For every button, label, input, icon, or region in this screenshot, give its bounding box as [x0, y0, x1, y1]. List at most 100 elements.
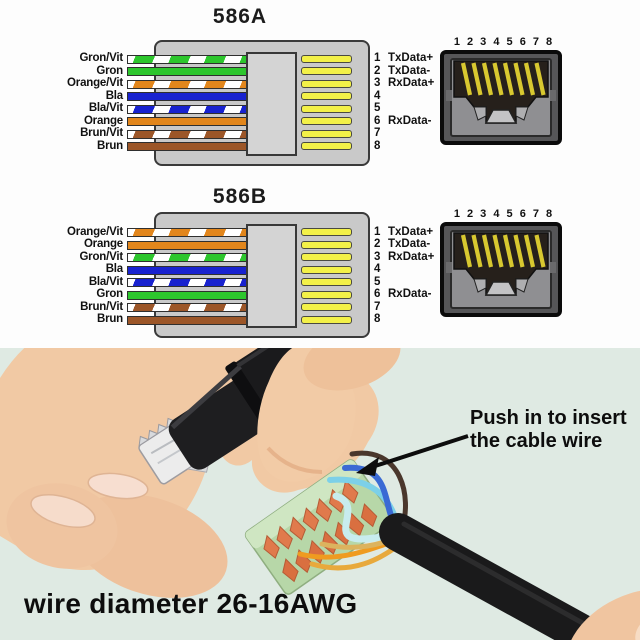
wire-bar-blue-white: [127, 278, 247, 287]
pin-contact: [301, 79, 352, 88]
wire-row: Brun 8: [0, 313, 640, 325]
wire-diameter-caption: wire diameter 26-16AWG: [24, 588, 358, 619]
wire-label: Brun: [96, 139, 123, 152]
wire-bar-brown: [127, 315, 247, 325]
wire-bar-brown-white: [127, 129, 247, 139]
wire-bar-green-white: [127, 253, 247, 262]
wire-label: Bla/Vit: [88, 102, 123, 114]
pin-number: 7: [374, 127, 381, 139]
wire-row: Orange 6 RxData-: [0, 114, 640, 127]
photo-illustration: [0, 348, 640, 640]
wire-label: Bla: [105, 263, 123, 275]
pin-signal: RxData-: [388, 114, 432, 127]
wire-row: Bla 4: [0, 89, 640, 102]
wire-label: Orange: [83, 114, 123, 127]
push-in-annotation: Push in to insert the cable wire: [470, 407, 627, 453]
wire-label: Orange/Vit: [67, 77, 123, 89]
pin-signal: TxData+: [388, 52, 434, 64]
wire-bar-green: [127, 290, 247, 300]
wire-label: Bla: [105, 89, 123, 102]
pin-contact: [301, 315, 352, 324]
pin-number: 6: [374, 114, 381, 127]
wire-label: Brun/Vit: [80, 300, 123, 313]
wire-bar-orange-white: [127, 79, 247, 89]
wire-row: Orange/Vit 3 RxData+: [0, 77, 640, 89]
wire-bar-green: [127, 67, 247, 76]
wire-row: Bla 4: [0, 263, 640, 275]
pin-number: 2: [374, 64, 381, 77]
pin-signal: TxData+: [388, 225, 434, 238]
pin-number: 1: [374, 52, 381, 64]
pin-contact: [301, 278, 352, 286]
pin-contact: [301, 104, 352, 113]
pin-number: 2: [374, 238, 381, 250]
pin-number: 7: [374, 300, 381, 313]
wire-row: Orange 2 TxData-: [0, 238, 640, 250]
instruction-photo: Push in to insert the cable wire wire di…: [0, 348, 640, 640]
wire-row: Bla/Vit 5: [0, 275, 640, 288]
diagram-586b: 586B Orange/Vit 1 TxData+ Orange 2 TxDat…: [0, 181, 640, 348]
pin-signal: RxData+: [388, 250, 435, 263]
wire-label: Orange: [83, 238, 123, 250]
pin-contact: [301, 303, 352, 311]
rj45-contact-block: [246, 224, 297, 328]
pin-contact: [301, 129, 352, 138]
fingertip: [565, 588, 640, 640]
pin-contact: [301, 290, 352, 299]
wire-label: Orange/Vit: [67, 225, 123, 238]
wire-bar-green-white: [127, 54, 247, 64]
annotation-line-2: the cable wire: [470, 430, 603, 452]
wire-bar-brown: [127, 142, 247, 151]
pin-contact: [301, 117, 352, 125]
wire-bar-orange: [127, 117, 247, 126]
pin-contact: [301, 240, 352, 249]
jack-pin-numbers: 1 2 3 4 5 6 7 8: [453, 36, 555, 48]
wire-label: Gron: [96, 64, 123, 77]
diagram-586a-title: 586A: [212, 5, 268, 28]
wire-row: Brun/Vit 7: [0, 300, 640, 313]
pin-contact: [301, 228, 352, 236]
pin-contact: [301, 142, 352, 150]
wire-bar-brown-white: [127, 303, 247, 312]
pin-number: 8: [374, 139, 381, 152]
wire-label: Gron/Vit: [79, 250, 123, 263]
thumb: [257, 348, 401, 482]
wire-row: Bla/Vit 5: [0, 102, 640, 114]
wire-bar-orange-white: [127, 228, 247, 237]
wire-row: Orange/Vit 1 TxData+: [0, 225, 640, 238]
wire-label: Brun: [96, 313, 123, 325]
wire-row: Gron 6 RxData-: [0, 288, 640, 300]
pin-contact: [301, 54, 352, 63]
wire-bar-orange: [127, 240, 247, 250]
annotation-line-1: Push in to insert: [470, 407, 627, 429]
pin-number: 3: [374, 77, 381, 89]
wire-bar-blue: [127, 92, 247, 101]
pin-number: 8: [374, 313, 381, 325]
wire-row: Gron/Vit 3 RxData+: [0, 250, 640, 263]
rj45-jack-graphic: [440, 222, 562, 317]
pin-number: 5: [374, 275, 381, 288]
wire-row: Brun 8: [0, 139, 640, 152]
pin-number: 1: [374, 225, 381, 238]
wire-row: Gron 2 TxData-: [0, 64, 640, 77]
annotation-arrow: [356, 434, 469, 476]
diagram-586b-title: 586B: [212, 185, 268, 208]
pin-contact: [301, 253, 352, 261]
pin-number: 5: [374, 102, 381, 114]
diagram-586a: 586A Gron/Vit 1 TxData+ Gron 2 TxData- O…: [0, 0, 640, 180]
wire-label: Gron/Vit: [79, 52, 123, 64]
pin-number: 4: [374, 89, 381, 102]
rj45-jack-graphic: [440, 50, 562, 145]
pin-number: 3: [374, 250, 381, 263]
wire-label: Brun/Vit: [80, 127, 123, 139]
pin-contact: [301, 67, 352, 75]
wire-bar-blue-white: [127, 104, 247, 114]
wire-label: Bla/Vit: [88, 275, 123, 288]
pin-number: 4: [374, 263, 381, 275]
pin-contact: [301, 92, 352, 100]
pin-signal: RxData+: [388, 77, 435, 89]
pin-signal: RxData-: [388, 288, 432, 300]
wire-label: Gron: [96, 288, 123, 300]
wire-row: Gron/Vit 1 TxData+: [0, 52, 640, 64]
